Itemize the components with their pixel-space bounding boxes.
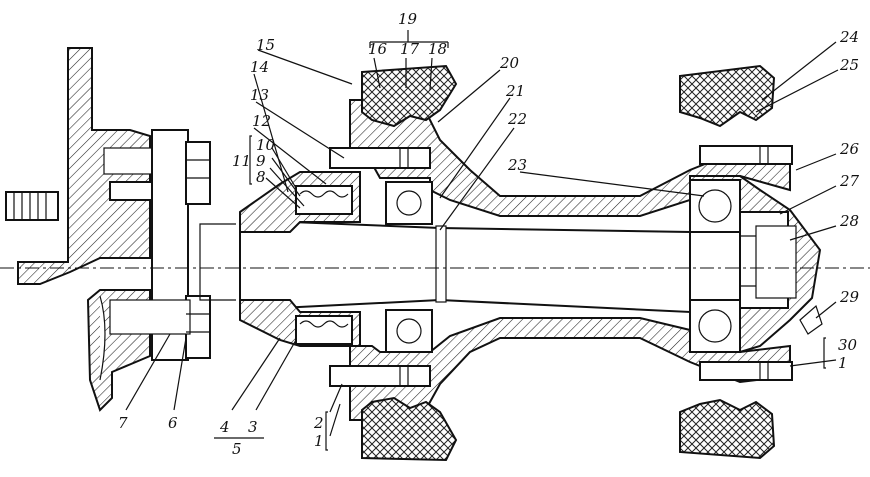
clamp-bolts (329, 145, 793, 387)
label-5: 5 (232, 440, 242, 458)
tyres (361, 64, 776, 462)
label-17: 17 (400, 40, 420, 58)
label-23: 23 (507, 156, 527, 174)
bearings (385, 179, 741, 353)
label-4: 4 (219, 418, 230, 436)
label-2: 2 (313, 414, 324, 432)
label-6: 6 (168, 414, 178, 432)
label-7: 7 (118, 414, 128, 432)
label-29: 29 (839, 288, 860, 306)
label-27: 27 (839, 172, 860, 190)
label-braces (249, 135, 826, 451)
label-21: 21 (505, 82, 525, 100)
label-8: 8 (256, 168, 266, 186)
stud-bolt (5, 191, 59, 221)
shaft (199, 218, 691, 314)
label-25: 25 (839, 56, 859, 74)
label-3: 3 (248, 418, 258, 436)
label-18: 18 (428, 40, 447, 58)
label-11: 11 (232, 152, 251, 170)
label-9: 9 (256, 152, 266, 170)
label-16: 16 (368, 40, 388, 58)
coupling-bolts (103, 129, 211, 361)
end-nut (739, 211, 823, 335)
label-14: 14 (250, 58, 269, 76)
label-22: 22 (507, 110, 527, 128)
part-labels: 19 15 16 17 18 14 13 12 10 9 11 8 20 21 … (118, 10, 860, 458)
label-13: 13 (250, 86, 269, 104)
leader-lines (125, 30, 839, 439)
label-30: 30 (838, 336, 858, 354)
label-12: 12 (252, 112, 271, 130)
label-24: 24 (839, 28, 859, 46)
label-1-right: 1 (838, 354, 848, 372)
drive-flange (17, 47, 151, 412)
label-28: 28 (839, 212, 859, 230)
label-10: 10 (256, 136, 276, 154)
label-19: 19 (398, 10, 418, 28)
label-20: 20 (499, 54, 520, 72)
label-15: 15 (256, 36, 275, 54)
label-1: 1 (314, 432, 324, 450)
label-26: 26 (839, 140, 860, 158)
